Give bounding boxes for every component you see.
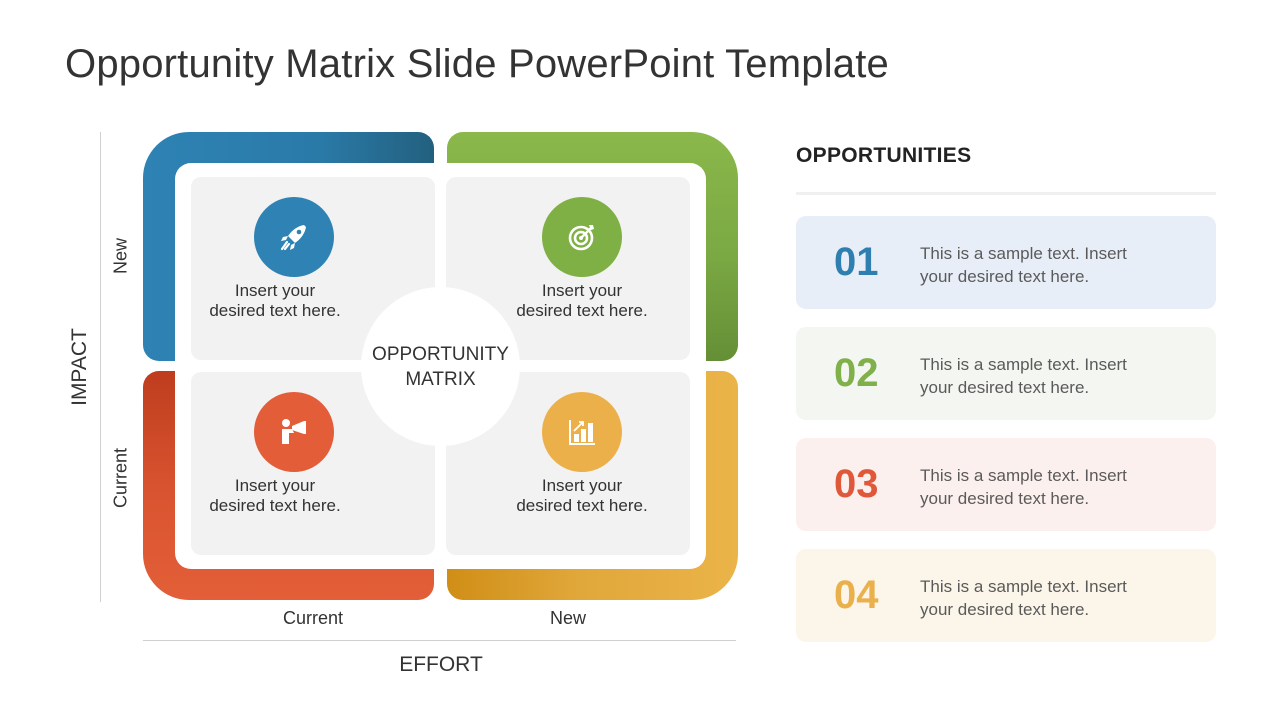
opportunity-item-04: 04 This is a sample text. Insert your de… <box>796 549 1216 642</box>
quadrant-text: Insert your desired text here. <box>516 281 648 320</box>
megaphone-person-icon <box>254 392 334 472</box>
item-number: 02 <box>834 351 879 395</box>
quadrant-text: Insert your desired text here. <box>516 476 648 515</box>
heading-divider <box>796 192 1216 195</box>
y-axis-title: IMPACT <box>68 328 91 406</box>
x-axis-label-current: Current <box>282 608 344 628</box>
item-number: 03 <box>834 462 879 506</box>
item-number: 04 <box>834 573 879 617</box>
item-text: This is a sample text. Insert your desir… <box>920 466 1127 508</box>
y-axis-line <box>100 132 101 602</box>
y-axis-label-new: New <box>110 237 131 275</box>
opportunities-heading: OPPORTUNITIES <box>796 144 972 167</box>
bar-chart-growth-icon <box>542 392 622 472</box>
quadrant-text: Insert your desired text here. <box>209 281 341 320</box>
y-axis-label-current: Current <box>110 447 131 509</box>
item-text: This is a sample text. Insert your desir… <box>920 355 1127 397</box>
target-icon <box>542 197 622 277</box>
quadrant-text: Insert your desired text here. <box>209 476 341 515</box>
rocket-icon <box>254 197 334 277</box>
slide-title: Opportunity Matrix Slide PowerPoint Temp… <box>65 42 889 86</box>
x-axis-line <box>143 640 736 641</box>
opportunity-item-03: 03 This is a sample text. Insert your de… <box>796 438 1216 531</box>
item-text: This is a sample text. Insert your desir… <box>920 244 1127 286</box>
opportunity-item-02: 02 This is a sample text. Insert your de… <box>796 327 1216 420</box>
matrix-center-label: OPPORTUNITY MATRIX <box>361 287 520 446</box>
x-axis-label-new: New <box>549 608 587 628</box>
opportunity-item-01: 01 This is a sample text. Insert your de… <box>796 216 1216 309</box>
item-number: 01 <box>834 240 879 284</box>
x-axis-title: EFFORT <box>399 653 483 676</box>
item-text: This is a sample text. Insert your desir… <box>920 577 1127 619</box>
